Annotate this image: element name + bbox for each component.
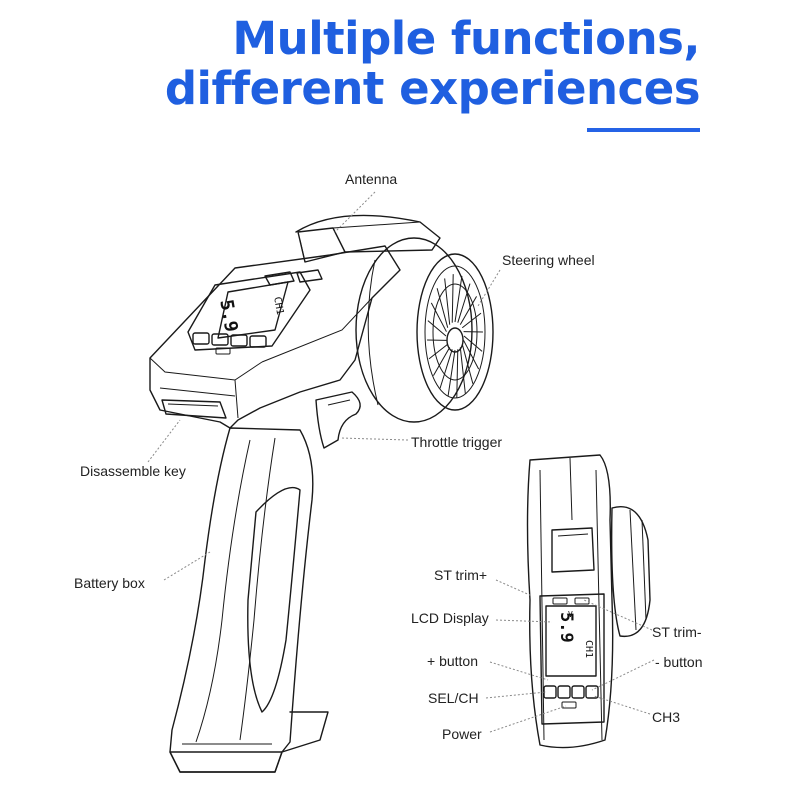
label-power: Power <box>442 726 482 742</box>
top-view-steering-wheel <box>610 506 651 638</box>
label-disassemble-key: Disassemble key <box>80 463 186 479</box>
label-throttle-trigger: Throttle trigger <box>411 434 503 450</box>
leader-lines <box>147 191 655 733</box>
transmitter-side-view <box>149 214 494 773</box>
steering-wheel <box>355 237 494 423</box>
label-battery-box: Battery box <box>74 575 145 591</box>
back-lcd-voltage: 5.9 <box>556 612 576 643</box>
transmitter-top-view <box>526 454 651 749</box>
label-antenna: Antenna <box>345 171 398 187</box>
throttle-trigger <box>315 391 361 449</box>
label-st-trim-plus: ST trim+ <box>434 567 488 583</box>
label-plus-button: + button <box>427 653 478 669</box>
label-minus-button: - button <box>655 654 703 670</box>
headline-line-2: different experiences <box>164 62 701 115</box>
transmitter-head <box>149 245 401 429</box>
headline-line-1: Multiple functions, <box>232 12 700 65</box>
label-st-trim-minus: ST trim- <box>652 624 702 640</box>
back-lcd-unit: V <box>568 610 573 619</box>
label-sel-ch: SEL/CH <box>428 690 479 706</box>
back-lcd-channel: CH1 <box>583 640 594 659</box>
label-ch3: CH3 <box>652 709 681 725</box>
grip-battery-box <box>169 427 329 773</box>
label-lcd-display: LCD Display <box>411 610 489 626</box>
label-steering-wheel: Steering wheel <box>502 252 595 268</box>
headline-underline <box>587 128 700 132</box>
